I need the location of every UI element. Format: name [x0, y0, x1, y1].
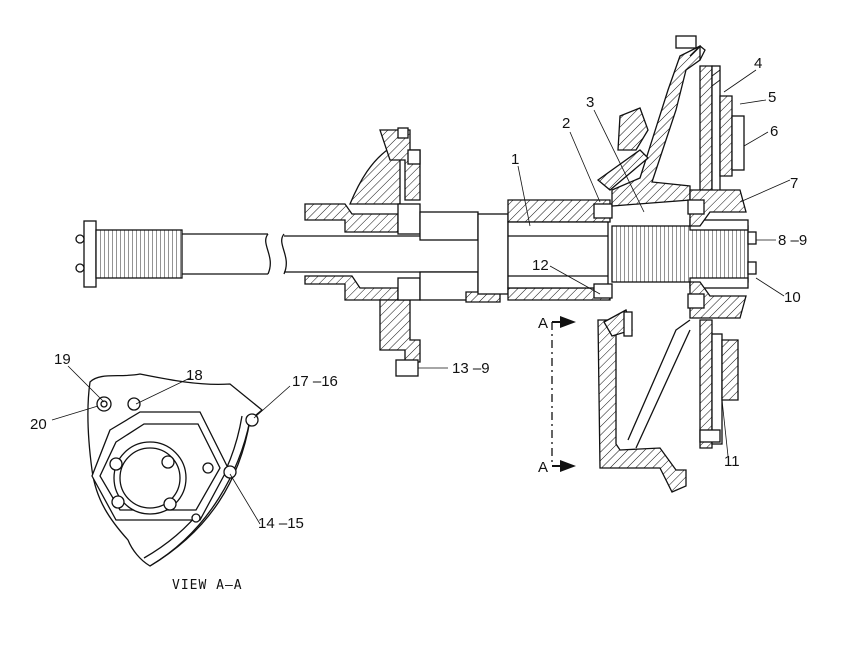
callout-8-9: 8 –9 — [778, 232, 807, 249]
callouts: 1 2 3 4 5 6 7 8 –9 10 11 12 13 –9 14 –15… — [30, 55, 807, 532]
callout-6: 6 — [770, 123, 778, 140]
callout-2: 2 — [562, 115, 570, 132]
callout-3: 3 — [586, 94, 594, 111]
view-title: VIEW A–A — [172, 578, 243, 593]
callout-11: 11 — [724, 453, 740, 470]
callout-17-16: 17 –16 — [292, 373, 338, 390]
view-a-a-detail: VIEW A–A — [87, 373, 264, 593]
section-mark-upper: A — [538, 315, 548, 332]
bell-housing — [596, 35, 747, 493]
coupling — [477, 199, 613, 301]
callout-7: 7 — [790, 175, 798, 192]
callout-10: 10 — [784, 289, 801, 306]
callout-20: 20 — [30, 416, 47, 433]
output-shaft — [611, 219, 757, 289]
callout-4: 4 — [754, 55, 762, 72]
section-mark-lower: A — [538, 459, 548, 476]
rear-housing — [304, 127, 501, 377]
callout-18: 18 — [186, 367, 203, 384]
section-line: A A — [538, 315, 576, 476]
leader-lines — [51, 69, 791, 525]
callout-1: 1 — [511, 151, 519, 168]
callout-5: 5 — [768, 89, 776, 106]
input-shaft — [75, 220, 500, 288]
callout-12: 12 — [532, 257, 549, 274]
callout-19: 19 — [54, 351, 71, 368]
callout-14-15: 14 –15 — [258, 515, 304, 532]
callout-13-9: 13 –9 — [452, 360, 490, 377]
